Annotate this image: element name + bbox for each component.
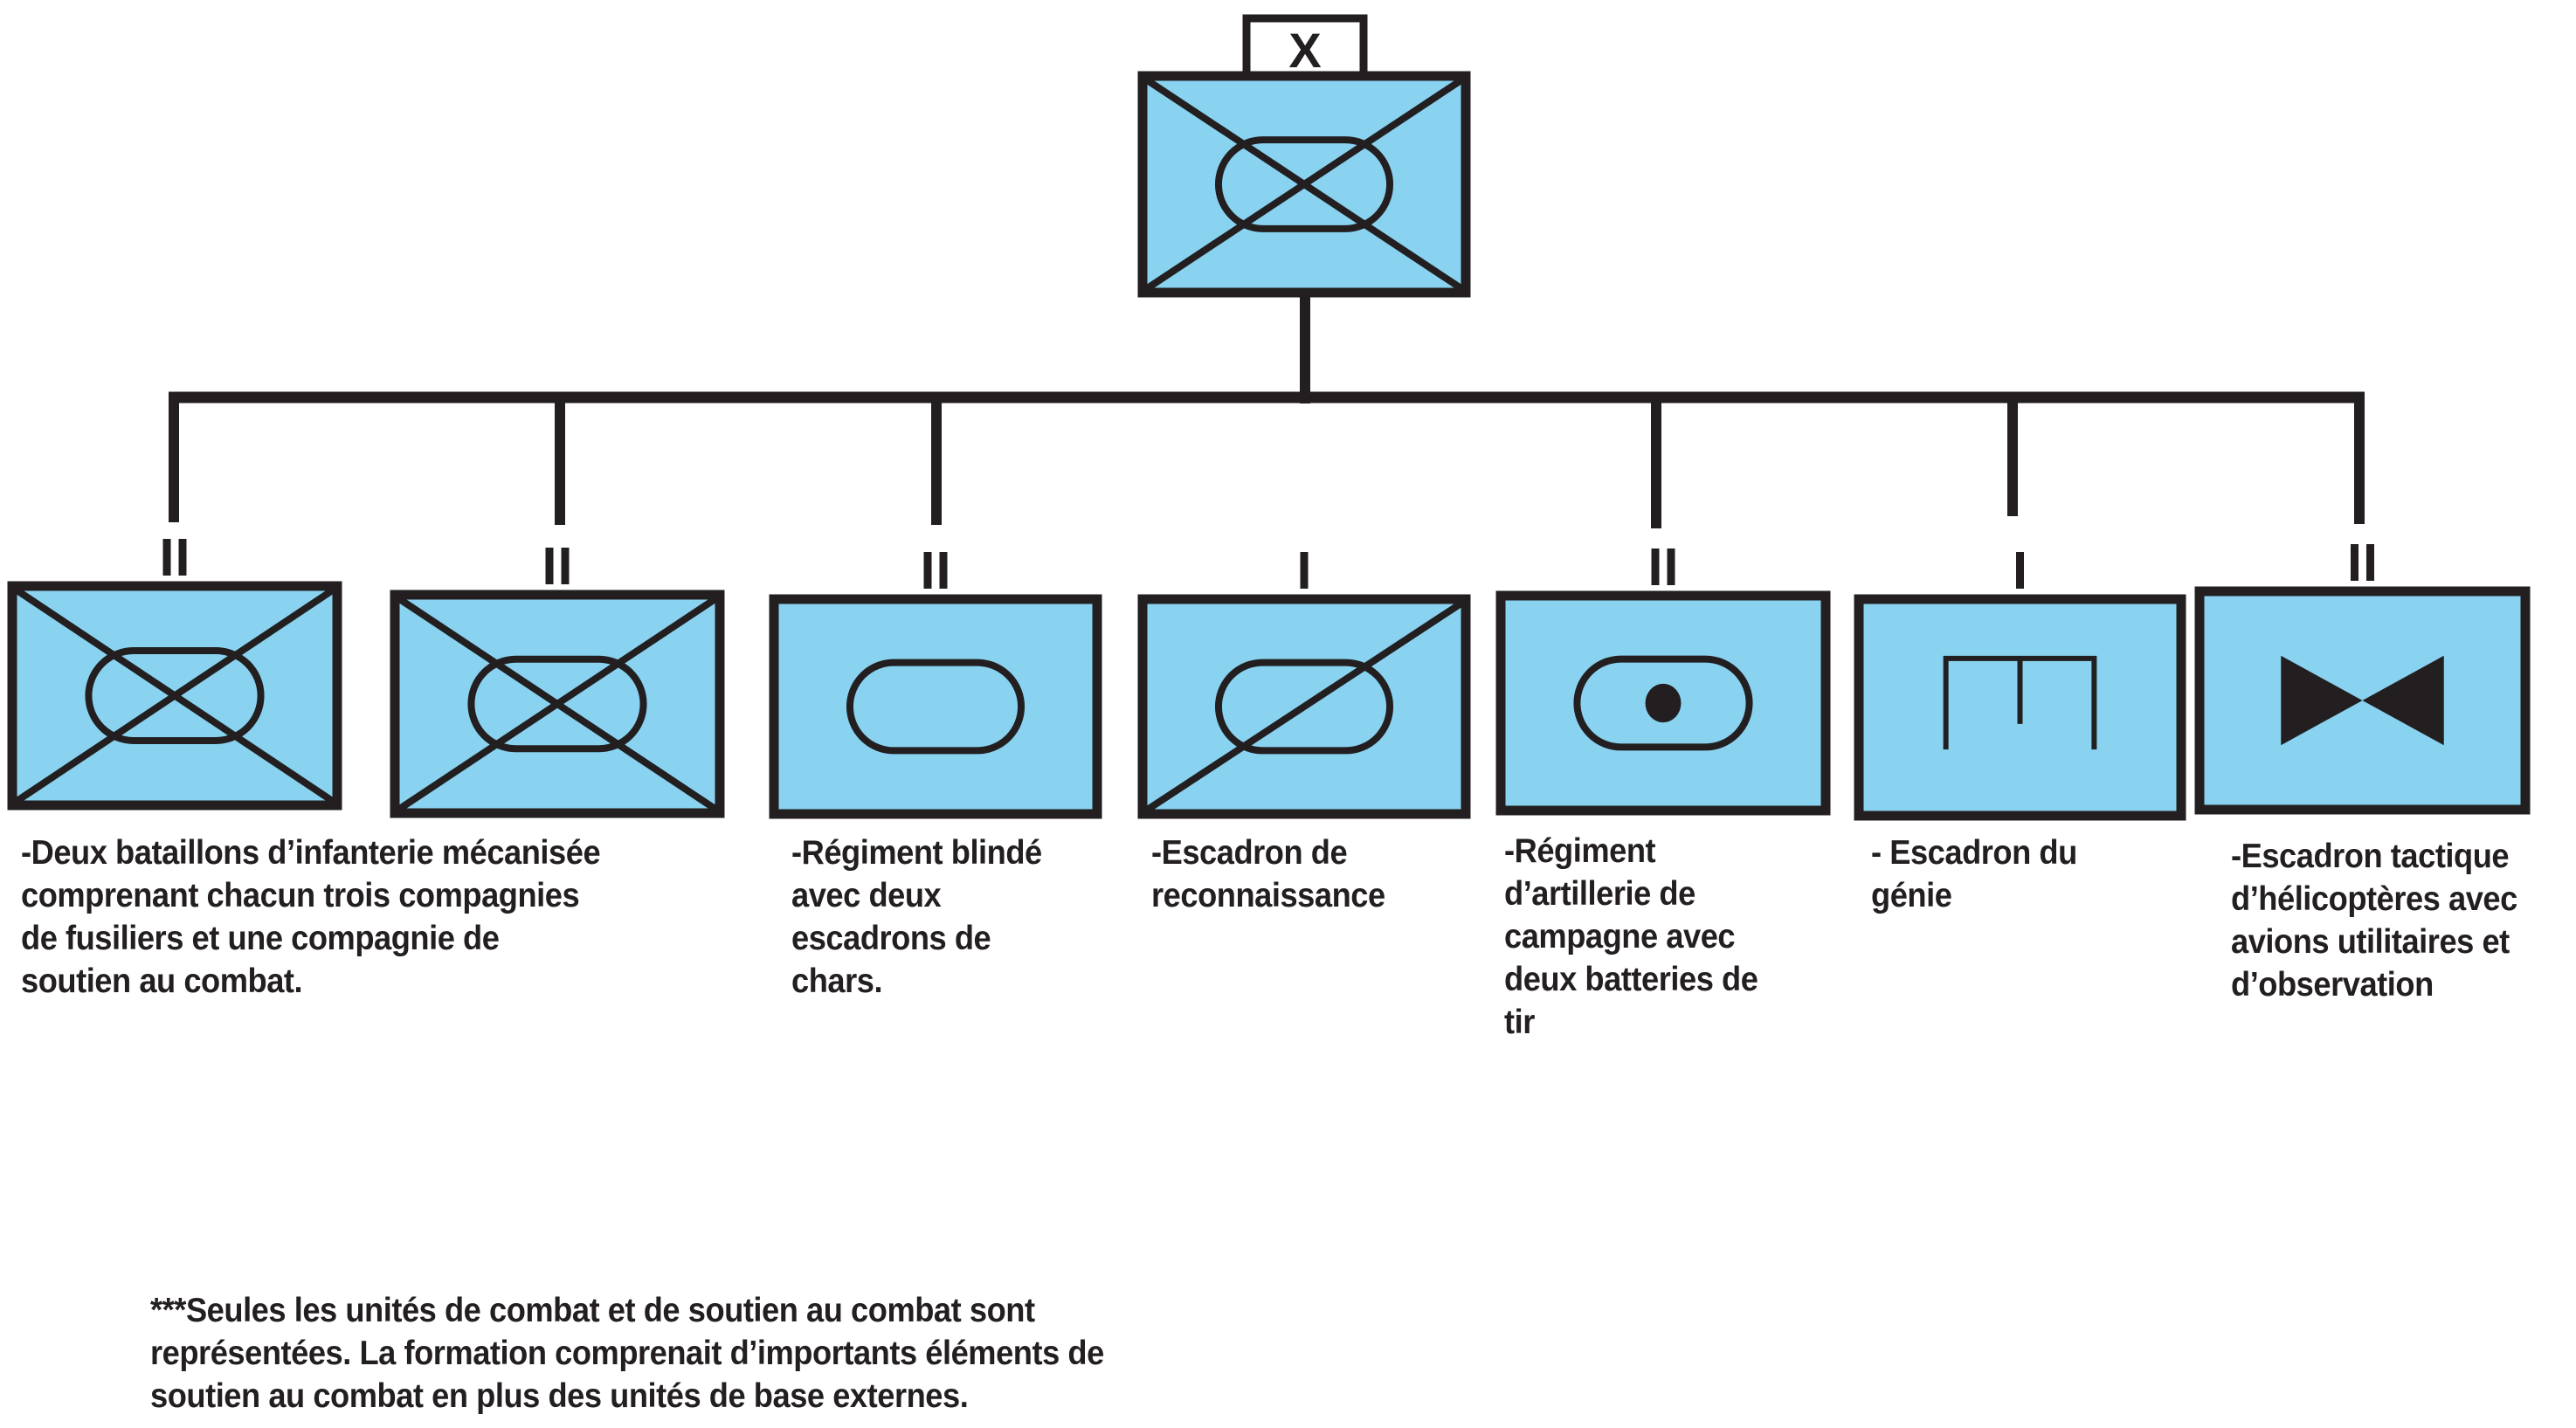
unit-1-diagonal <box>13 586 336 805</box>
unit-2-symbol-mechanized-infantry-icon <box>390 590 725 818</box>
echelon-bar <box>1651 548 1660 585</box>
unit-4-symbol-armoured-reconnaissance-icon <box>1137 594 1471 819</box>
unit-7 <box>2194 397 2531 815</box>
echelon-marker <box>1651 548 1675 585</box>
unit-description-engineer: - Escadron du génie <box>1871 834 2077 914</box>
unit-description-mech-infantry: -Deux bataillons d’infanterie mécanisée … <box>21 834 601 1000</box>
unit-1-symbol-mechanized-infantry-icon <box>7 581 342 811</box>
unit-6-symbol-engineer-icon <box>1854 594 2186 821</box>
unit-3 <box>769 397 1102 819</box>
unit-6 <box>1854 397 2186 821</box>
unit-2-track-oval <box>467 655 647 753</box>
unit-7-aviation-bowtie <box>2281 655 2444 746</box>
unit-3-frame <box>769 594 1102 819</box>
footnote: ***Seules les unités de combat et de sou… <box>150 1292 1104 1415</box>
connectors <box>169 293 2365 404</box>
echelon-bar <box>1300 552 1309 589</box>
unit-1-track-oval <box>85 647 265 744</box>
hq-echelon-label: X <box>1288 23 1321 78</box>
hq-symbol-mechanized-infantry-icon <box>1137 71 1471 298</box>
unit-2-diagonal <box>396 595 719 813</box>
echelon-bar <box>545 548 554 584</box>
hq-symbol-mechanized-infantry-icon <box>1137 71 1471 298</box>
echelon-marker <box>2016 552 2024 589</box>
unit-5-artillery-dot <box>1645 683 1682 723</box>
echelon-marker <box>2351 544 2374 581</box>
unit-description-armour: -Régiment blindé avec deux escadrons de … <box>791 834 1042 1000</box>
hq-diagonal <box>1143 76 1465 293</box>
unit-description-recce: -Escadron de reconnaissance <box>1151 834 1385 914</box>
echelon-bar <box>178 539 187 576</box>
unit-description-aviation: -Escadron tactique d’hélicoptères avec a… <box>2231 838 2517 1004</box>
unit-4-diagonal <box>1143 599 1465 814</box>
echelon-bar <box>162 539 171 576</box>
unit-4 <box>1137 552 1471 819</box>
unit-3-track-oval <box>846 659 1026 755</box>
echelon-bar <box>2351 544 2358 581</box>
hq-unit: X <box>1137 14 1471 298</box>
unit-3-symbol-armour-icon <box>769 594 1102 819</box>
echelon-marker <box>545 548 570 584</box>
unit-5-track-oval <box>1573 655 1753 751</box>
unit-5-symbol-self-propelled-artillery-icon <box>1495 590 1831 816</box>
echelon-bar <box>561 548 570 584</box>
unit-2 <box>390 397 725 818</box>
echelon-marker <box>923 552 948 589</box>
echelon-bar <box>2366 544 2374 581</box>
unit-7-symbol-aviation-icon <box>2194 586 2531 815</box>
echelon-marker <box>162 539 187 576</box>
echelon-bar <box>2016 552 2024 589</box>
unit-description-artillery: -Régiment d’artillerie de campagne avec … <box>1504 832 1758 1041</box>
unit-6-engineer-bridge <box>1943 655 2097 750</box>
echelon-bar <box>939 552 948 589</box>
hq-track-oval <box>1214 136 1394 232</box>
echelon-bar <box>923 552 932 589</box>
unit-5 <box>1495 397 1831 816</box>
echelon-bar <box>1667 548 1675 585</box>
unit-1 <box>7 397 342 811</box>
subordinate-units <box>7 397 2531 821</box>
unit-4-track-oval <box>1214 659 1394 755</box>
echelon-marker <box>1300 552 1309 589</box>
